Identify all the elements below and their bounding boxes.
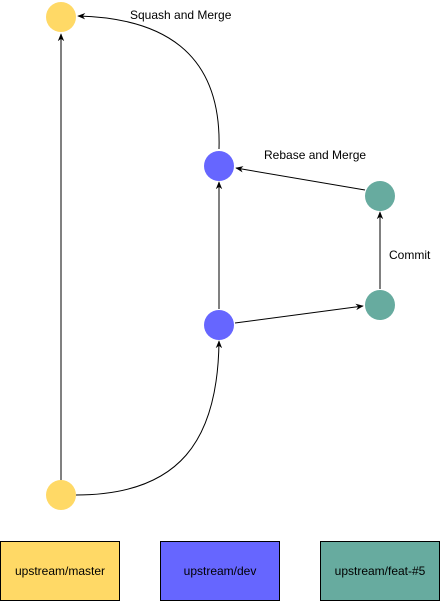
edge-master-base-to-dev-lower: [75, 340, 223, 496]
node-feat-upper: [365, 181, 395, 211]
node-master-base: [46, 480, 76, 510]
legend-upstream-dev: upstream/dev: [160, 541, 280, 601]
node-feat-lower: [365, 290, 395, 320]
node-master-top: [46, 2, 76, 32]
node-dev-upper: [204, 151, 234, 181]
legend-upstream-feature: upstream/feat-#5: [320, 541, 440, 601]
label-squash-and-merge: Squash and Merge: [130, 8, 232, 22]
legend-upstream-feature-label: upstream/feat-#5: [334, 564, 426, 578]
edge-feat-upper-to-dev-upper: [235, 166, 366, 191]
legend-upstream-master-label: upstream/master: [14, 564, 106, 578]
node-dev-lower: [204, 310, 234, 340]
legend-upstream-master: upstream/master: [0, 541, 120, 601]
label-commit: Commit: [389, 248, 431, 262]
edge-dev-upper-to-master-top: [77, 12, 220, 150]
label-rebase-and-merge: Rebase and Merge: [264, 148, 366, 162]
edge-dev-lower-to-feat-lower: [234, 303, 364, 324]
legend-upstream-dev-label: upstream/dev: [183, 564, 257, 578]
